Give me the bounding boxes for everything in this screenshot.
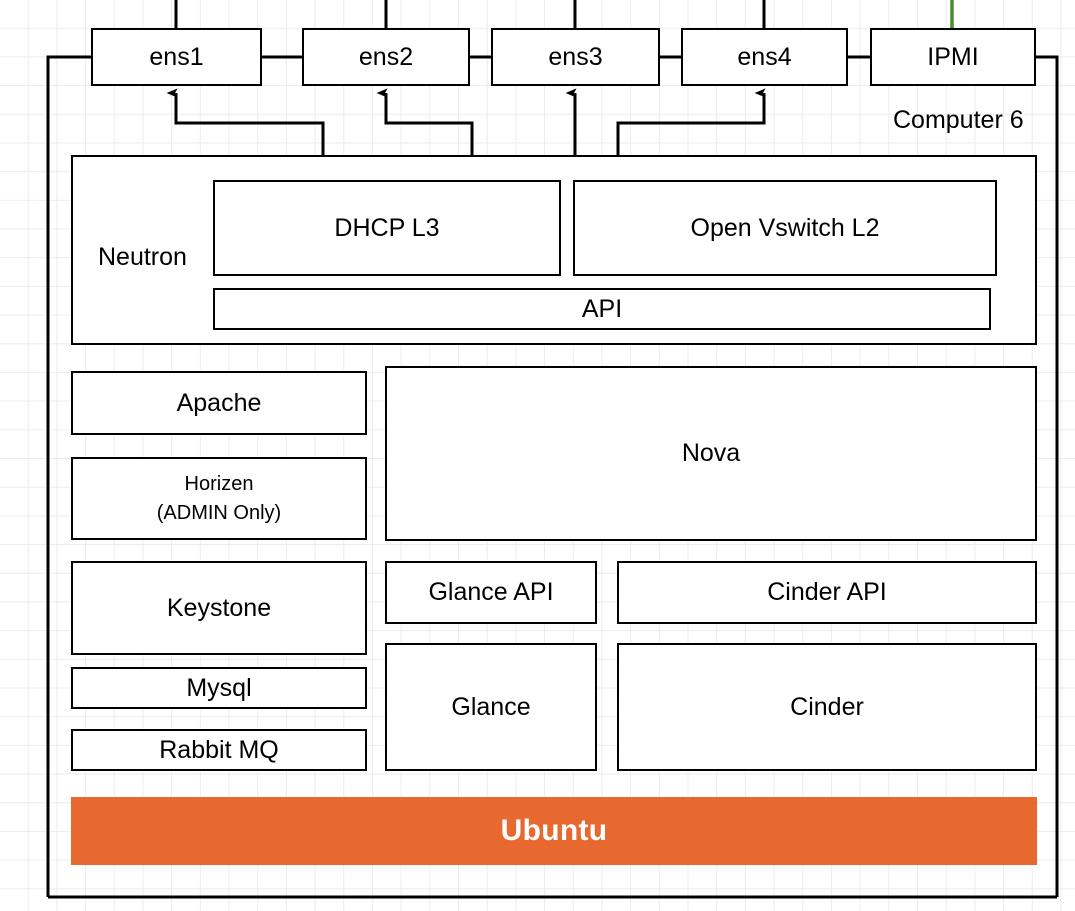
service-box-cinder-api[interactable]: Cinder API bbox=[617, 561, 1037, 624]
nic-box-ens2[interactable]: ens2 bbox=[302, 28, 470, 86]
service-label-nova: Nova bbox=[681, 439, 741, 468]
node-title-label: Computer 6 bbox=[893, 106, 1024, 134]
service-label-glance: Glance bbox=[451, 692, 531, 721]
service-box-cinder[interactable]: Cinder bbox=[617, 643, 1037, 771]
service-label-apache: Apache bbox=[176, 388, 262, 417]
service-box-mysql[interactable]: Mysql bbox=[71, 667, 367, 709]
service-label-rabbit-mq: Rabbit MQ bbox=[159, 735, 279, 764]
nic-box-ens3[interactable]: ens3 bbox=[491, 28, 660, 86]
frame-right-shoulder bbox=[1036, 55, 1059, 897]
service-label-mysql: Mysql bbox=[186, 673, 252, 702]
service-sublabel-horizen: (ADMIN Only) bbox=[156, 501, 282, 524]
os-bar-label: Ubuntu bbox=[500, 814, 608, 847]
neutron-component-open-vswitch-l2-label: Open Vswitch L2 bbox=[690, 213, 880, 242]
neutron-api-label: API bbox=[581, 294, 623, 323]
service-label-keystone: Keystone bbox=[166, 593, 272, 622]
service-label-glance-api: Glance API bbox=[428, 578, 554, 607]
service-box-horizen[interactable]: Horizen (ADMIN Only) bbox=[71, 457, 367, 540]
os-bar-ubuntu[interactable]: Ubuntu bbox=[71, 797, 1037, 865]
service-box-apache[interactable]: Apache bbox=[71, 371, 367, 435]
neutron-title: Neutron bbox=[98, 243, 187, 271]
neutron-component-dhcp-l3-label: DHCP L3 bbox=[334, 213, 440, 242]
service-box-rabbit-mq[interactable]: Rabbit MQ bbox=[71, 729, 367, 771]
nic-box-ens4[interactable]: ens4 bbox=[681, 28, 848, 86]
service-label-cinder-api: Cinder API bbox=[767, 578, 887, 607]
arrow-neutron-to-ens1 bbox=[166, 88, 325, 155]
neutron-component-dhcp-l3[interactable]: DHCP L3 bbox=[213, 180, 561, 276]
nic-box-ens1[interactable]: ens1 bbox=[91, 28, 262, 86]
nic-label-ens3: ens3 bbox=[548, 42, 603, 71]
nic-box-ipmi[interactable]: IPMI bbox=[870, 28, 1036, 86]
service-label-cinder: Cinder bbox=[790, 692, 864, 721]
neutron-component-open-vswitch-l2[interactable]: Open Vswitch L2 bbox=[573, 180, 997, 276]
service-box-glance-api[interactable]: Glance API bbox=[385, 561, 597, 624]
service-box-keystone[interactable]: Keystone bbox=[71, 561, 367, 655]
nic-label-ipmi: IPMI bbox=[927, 42, 979, 71]
arrow-neutron-to-ens2 bbox=[376, 88, 474, 155]
service-box-nova[interactable]: Nova bbox=[385, 366, 1037, 541]
nic-label-ens4: ens4 bbox=[737, 42, 792, 71]
service-box-glance[interactable]: Glance bbox=[385, 643, 597, 771]
service-label-horizen: Horizen bbox=[184, 472, 254, 495]
nic-label-ens2: ens2 bbox=[358, 42, 414, 71]
neutron-api-box[interactable]: API bbox=[213, 288, 991, 330]
arrow-neutron-to-ens4 bbox=[616, 88, 766, 155]
nic-label-ens1: ens1 bbox=[149, 42, 204, 71]
